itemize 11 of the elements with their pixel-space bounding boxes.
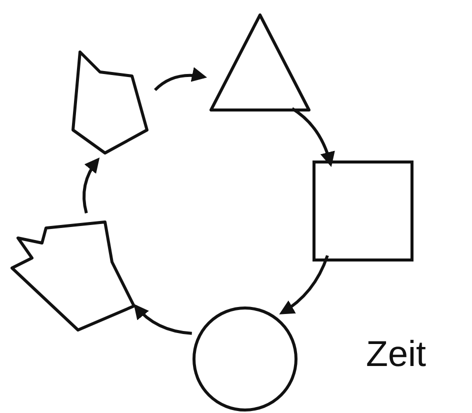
- polygon-shape: [8, 218, 138, 334]
- curved-arrow: [82, 157, 100, 214]
- curved-arrow: [154, 67, 208, 92]
- axis-label: Zeit: [366, 336, 426, 372]
- curved-arrow: [279, 255, 329, 314]
- polygon-shape: [70, 48, 150, 156]
- box-shape: [312, 160, 414, 262]
- triangle-shape: [208, 12, 312, 112]
- curved-arrow: [291, 107, 335, 167]
- circle-shape: [192, 306, 298, 412]
- curved-arrow: [134, 304, 192, 335]
